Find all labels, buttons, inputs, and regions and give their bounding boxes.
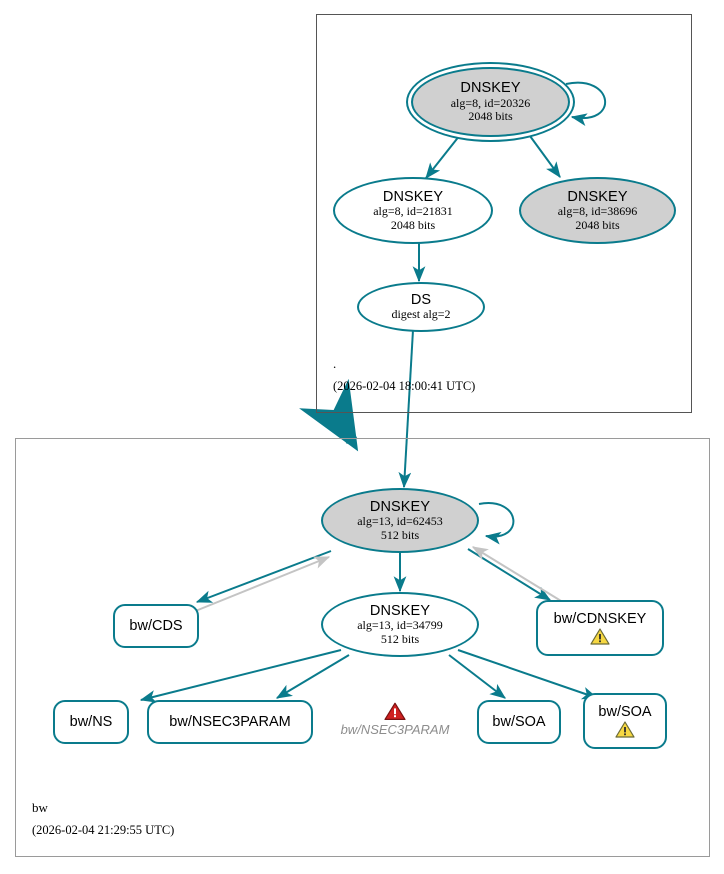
- node-dnskey-root-ksk-20326[interactable]: DNSKEY alg=8, id=20326 2048 bits: [411, 67, 570, 137]
- error-triangle-icon: [384, 702, 406, 721]
- node-subtitle-size: 512 bits: [380, 631, 420, 646]
- edge-zone-delegation: [299, 378, 359, 452]
- node-dnskey-bw-zsk-34799[interactable]: DNSKEY alg=13, id=34799 512 bits: [321, 592, 479, 657]
- node-subtitle-alg-id: alg=13, id=62453: [357, 514, 443, 529]
- node-subtitle-alg-id: alg=8, id=20326: [450, 95, 531, 110]
- error-label: bw/NSEC3PARAM: [340, 722, 450, 737]
- node-title: DNSKEY: [567, 188, 628, 205]
- node-dnskey-root-zsk-21831[interactable]: DNSKEY alg=8, id=21831 2048 bits: [333, 177, 493, 244]
- rrset-label: bw/SOA: [598, 704, 652, 720]
- zone-box-bw: bw (2026-02-04 21:29:55 UTC): [15, 438, 710, 857]
- zone-timestamp-bw: (2026-02-04 21:29:55 UTC): [32, 823, 175, 837]
- zone-box-root: . (2026-02-04 18:00:41 UTC): [316, 14, 692, 413]
- rrset-bw-soa-warning[interactable]: bw/SOA: [583, 693, 667, 749]
- node-subtitle-size: 2048 bits: [468, 109, 513, 124]
- node-title: DS: [410, 292, 432, 309]
- node-dnskey-bw-ksk-62453[interactable]: DNSKEY alg=13, id=62453 512 bits: [321, 488, 479, 553]
- rrset-bw-cdnskey[interactable]: bw/CDNSKEY: [536, 600, 664, 656]
- rrset-bw-nsec3param[interactable]: bw/NSEC3PARAM: [147, 700, 313, 744]
- rrset-label: bw/SOA: [492, 714, 546, 730]
- rrset-bw-ns[interactable]: bw/NS: [53, 700, 129, 744]
- node-subtitle-alg-id: alg=13, id=34799: [357, 618, 443, 633]
- node-subtitle-size: 2048 bits: [390, 217, 436, 232]
- node-subtitle-size: 2048 bits: [575, 217, 620, 232]
- node-ds-root[interactable]: DS digest alg=2: [357, 282, 485, 332]
- zone-name-root: .: [333, 356, 337, 371]
- zone-name-bw: bw: [32, 800, 48, 815]
- node-subtitle-alg-id: alg=8, id=21831: [373, 204, 453, 219]
- node-dnskey-root-38696[interactable]: DNSKEY alg=8, id=38696 2048 bits: [519, 177, 676, 244]
- node-title: DNSKEY: [369, 498, 431, 515]
- node-subtitle-alg-id: alg=8, id=38696: [557, 204, 638, 219]
- rrset-label: bw/NS: [69, 714, 113, 730]
- zone-timestamp-root: (2026-02-04 18:00:41 UTC): [333, 379, 476, 393]
- node-subtitle-digest: digest alg=2: [391, 307, 451, 322]
- node-subtitle-size: 512 bits: [380, 527, 420, 542]
- rrset-bw-cds[interactable]: bw/CDS: [113, 604, 199, 648]
- warning-triangle-icon: [615, 721, 635, 738]
- node-title: DNSKEY: [382, 188, 444, 205]
- rrset-bw-nsec3param-error[interactable]: bw/NSEC3PARAM: [336, 702, 454, 737]
- rrset-bw-soa[interactable]: bw/SOA: [477, 700, 561, 744]
- warning-triangle-icon: [590, 628, 610, 645]
- rrset-label: bw/CDNSKEY: [553, 611, 647, 627]
- node-title: DNSKEY: [369, 602, 431, 619]
- rrset-label: bw/NSEC3PARAM: [169, 714, 291, 730]
- node-title: DNSKEY: [460, 80, 521, 97]
- rrset-label: bw/CDS: [129, 618, 183, 634]
